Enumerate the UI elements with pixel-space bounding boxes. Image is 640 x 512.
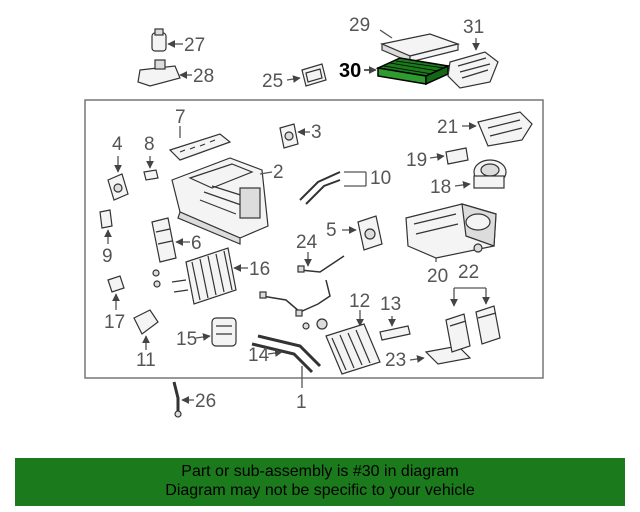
callout-20: 20	[427, 266, 448, 287]
parts-diagram: 27 28 25 29 30 31 7 4 8	[84, 15, 544, 418]
part-16-evaporator[interactable]	[171, 247, 237, 305]
part-6-duct[interactable]	[151, 217, 177, 263]
part-15-cover[interactable]	[211, 317, 237, 347]
part-28-sensor-bracket[interactable]	[137, 59, 181, 87]
callout-18: 18	[430, 177, 451, 198]
part-25-seal[interactable]	[301, 63, 327, 87]
part-24-wiring-harness[interactable]	[259, 255, 345, 317]
clip-small	[152, 269, 160, 277]
grommet	[316, 318, 328, 330]
part-30-cabin-air-filter[interactable]	[375, 57, 451, 86]
part-7-duct[interactable]	[168, 133, 232, 161]
callout-6: 6	[191, 233, 202, 254]
part-18-blower-motor[interactable]	[473, 159, 507, 189]
info-banner: Part or sub-assembly is #30 in diagram D…	[15, 458, 625, 506]
part-3-bracket[interactable]	[279, 123, 299, 149]
part-23-panel[interactable]	[424, 345, 472, 365]
part-29-filter-cover[interactable]	[380, 33, 461, 63]
part-13-gasket[interactable]	[379, 325, 411, 341]
callout-10: 10	[370, 168, 391, 189]
callout-31: 31	[463, 17, 484, 38]
callout-2: 2	[273, 162, 284, 183]
part-27-sensor[interactable]	[151, 28, 167, 52]
callout-1: 1	[296, 392, 307, 413]
banner-line-1: Part or sub-assembly is #30 in diagram	[181, 463, 459, 480]
callout-5: 5	[326, 220, 337, 241]
banner-line-2: Diagram may not be specific to your vehi…	[165, 482, 475, 499]
callout-21: 21	[437, 117, 458, 138]
callout-28: 28	[193, 66, 214, 87]
part-21-duct[interactable]	[477, 111, 533, 147]
part-17-valve[interactable]	[107, 275, 125, 293]
callout-17: 17	[104, 312, 125, 333]
part-10-cable[interactable]	[299, 171, 341, 205]
part-26-drain-hose[interactable]	[172, 381, 182, 418]
callout-9: 9	[102, 246, 113, 267]
callout-22: 22	[458, 262, 479, 283]
clip-small	[153, 280, 161, 288]
callout-12: 12	[349, 291, 370, 312]
part-4-actuator[interactable]	[107, 173, 129, 201]
part-22-air-filters[interactable]	[445, 305, 501, 353]
grommet	[302, 322, 310, 330]
callout-13: 13	[380, 294, 401, 315]
callout-14: 14	[248, 345, 270, 366]
callout-7: 7	[175, 107, 186, 128]
part-5-actuator[interactable]	[357, 215, 383, 251]
assembly-frame	[84, 99, 544, 379]
callout-15: 15	[176, 329, 197, 350]
part-20-blower-case[interactable]	[405, 203, 497, 259]
part-12-heater-core[interactable]	[325, 323, 381, 375]
callout-23: 23	[385, 350, 406, 371]
callout-27: 27	[184, 35, 205, 56]
callout-16: 16	[249, 259, 270, 280]
callout-26: 26	[195, 391, 216, 412]
callout-29: 29	[349, 15, 370, 36]
callout-11: 11	[136, 350, 156, 371]
callout-4: 4	[112, 134, 123, 155]
callout-30: 30	[339, 60, 361, 82]
part-9-sensor[interactable]	[99, 209, 113, 229]
callout-24: 24	[296, 232, 318, 253]
part-19-relay[interactable]	[445, 147, 469, 165]
part-11-bracket[interactable]	[133, 309, 159, 335]
part-14-pipes[interactable]	[251, 334, 322, 374]
callout-19: 19	[406, 150, 427, 171]
part-2-heater-case[interactable]	[171, 157, 269, 245]
grommet	[473, 243, 483, 253]
callout-8: 8	[144, 134, 155, 155]
callout-3: 3	[311, 122, 322, 143]
part-31-filter-housing[interactable]	[447, 51, 499, 89]
part-8-clip[interactable]	[143, 169, 159, 181]
callout-25: 25	[262, 71, 283, 92]
